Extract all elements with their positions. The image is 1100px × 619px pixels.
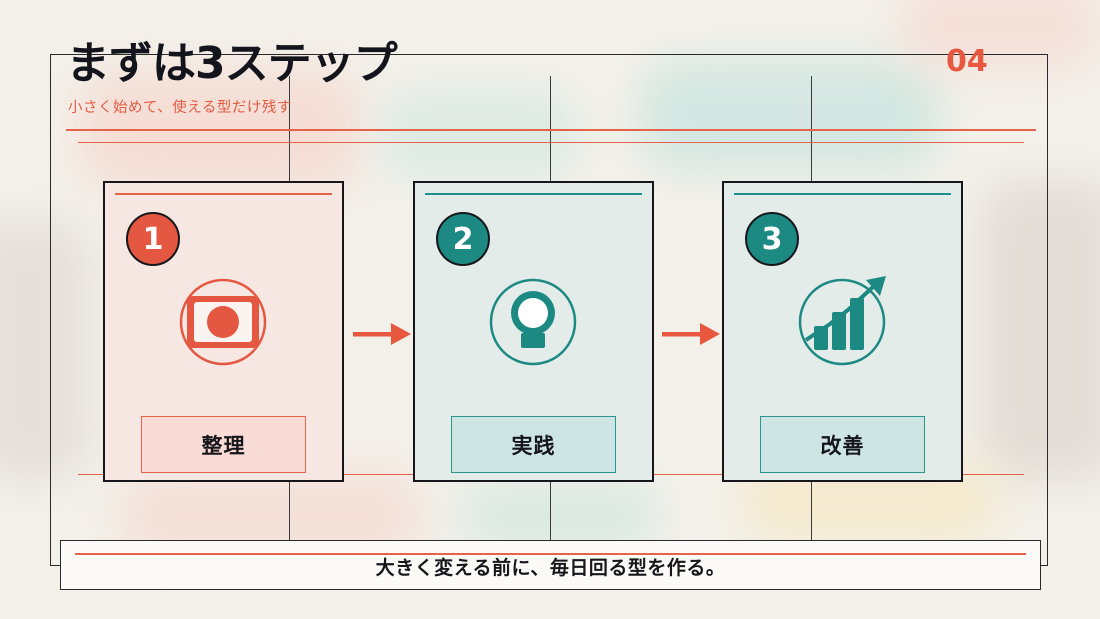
summary-banner: 大きく変える前に、毎日回る型を作る。 [60, 540, 1041, 590]
step-card-2: 2 実践 [413, 181, 654, 482]
step-label: 改善 [760, 416, 925, 473]
step-label: 整理 [141, 416, 306, 473]
card-accent-line [734, 193, 951, 195]
step-number-badge: 3 [745, 212, 799, 266]
organize-card-icon [177, 276, 269, 368]
step-card-1: 1 整理 [103, 181, 344, 482]
card-accent-line [115, 193, 332, 195]
growth-chart-icon [796, 276, 888, 368]
header-rule-thin [78, 142, 1024, 143]
step-number-badge: 2 [436, 212, 490, 266]
lightbulb-icon [487, 276, 579, 368]
card-accent-line [425, 193, 642, 195]
page-number: 04 [946, 44, 988, 79]
banner-accent-line [75, 553, 1026, 555]
page-title: まずは3ステップ [66, 38, 398, 89]
header-rule [66, 129, 1036, 131]
page-subtitle: 小さく始めて、使える型だけ残す [68, 100, 292, 116]
arrow-right-icon [662, 322, 720, 346]
banner-text: 大きく変える前に、毎日回る型を作る。 [375, 557, 726, 579]
step-card-3: 3 改善 [722, 181, 963, 482]
arrow-right-icon [353, 322, 411, 346]
step-label: 実践 [451, 416, 616, 473]
step-number-badge: 1 [126, 212, 180, 266]
